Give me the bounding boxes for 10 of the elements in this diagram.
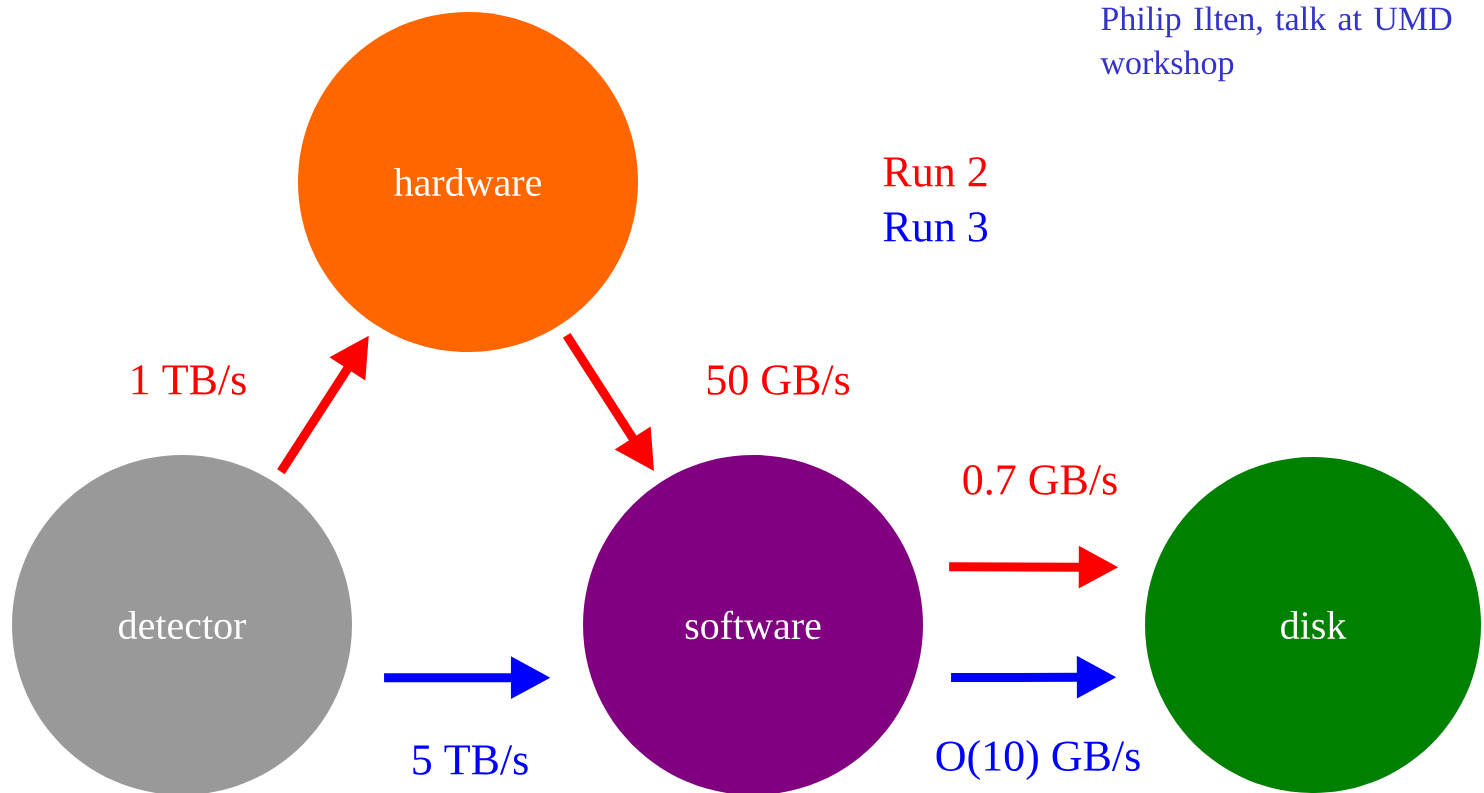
- edge-label: 1 TB/s: [124, 361, 252, 399]
- legend-entry: Run 2: [883, 157, 987, 187]
- credit-note: Philip Ilten, talk at UMD workshop: [1100, 6, 1452, 82]
- edge-label: 50 GB/s: [701, 361, 855, 399]
- edge-label: 5 TB/s: [406, 741, 534, 779]
- edge-label: 0.7 GB/s: [957, 461, 1123, 499]
- circle-node: hardware: [298, 12, 638, 352]
- edge-label: O(10) GB/s: [930, 736, 1146, 784]
- legend-entry: Run 3: [883, 212, 988, 242]
- circle-node: disk: [1145, 457, 1481, 793]
